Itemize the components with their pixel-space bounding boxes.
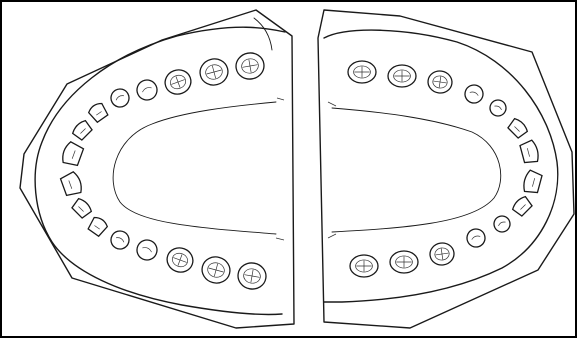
left-arch-tooth — [164, 244, 197, 275]
left-arch-teeth — [60, 51, 268, 291]
left-arch-tooth — [108, 86, 133, 111]
right-arch-lingual-line — [328, 102, 336, 238]
left-arch-buccal-line — [276, 98, 284, 240]
right-dental-arch — [318, 10, 574, 328]
right-arch-tooth — [507, 117, 529, 139]
right-arch-tooth — [511, 195, 533, 217]
right-arch-tooth — [464, 226, 487, 249]
right-arch-tooth — [462, 82, 485, 105]
right-arch-tooth — [388, 65, 416, 87]
left-arch-tooth — [162, 66, 195, 97]
right-arch-tooth — [522, 169, 543, 194]
left-arch-tooth — [134, 77, 161, 104]
right-arch-tooth — [348, 61, 376, 83]
right-arch-tooth — [519, 139, 540, 164]
right-arch-tooth — [350, 255, 378, 277]
right-arch-bounding-outline — [318, 10, 574, 328]
left-arch-tooth — [87, 101, 109, 123]
left-arch-tooth — [60, 171, 84, 198]
right-arch-tooth — [491, 213, 513, 235]
left-arch-tooth — [236, 261, 268, 291]
left-arch-inner-ridge — [254, 18, 272, 50]
right-arch-tooth — [390, 251, 418, 273]
right-arch-tooth — [487, 97, 509, 119]
right-arch-tooth — [429, 241, 456, 266]
left-arch-tooth — [71, 197, 93, 219]
right-arch-palate-edge — [332, 108, 501, 232]
left-arch-tooth — [71, 119, 93, 141]
right-arch-teeth — [348, 61, 543, 277]
left-arch-tooth — [199, 254, 233, 286]
left-arch-tooth — [108, 228, 133, 253]
left-arch-tooth — [60, 141, 84, 168]
left-arch-palate-edge — [113, 102, 276, 234]
left-arch-tooth — [134, 237, 161, 264]
left-arch-tooth — [234, 51, 266, 81]
left-arch-tooth — [87, 215, 109, 237]
left-arch-tooth — [197, 56, 231, 88]
right-arch-tooth — [427, 69, 454, 94]
